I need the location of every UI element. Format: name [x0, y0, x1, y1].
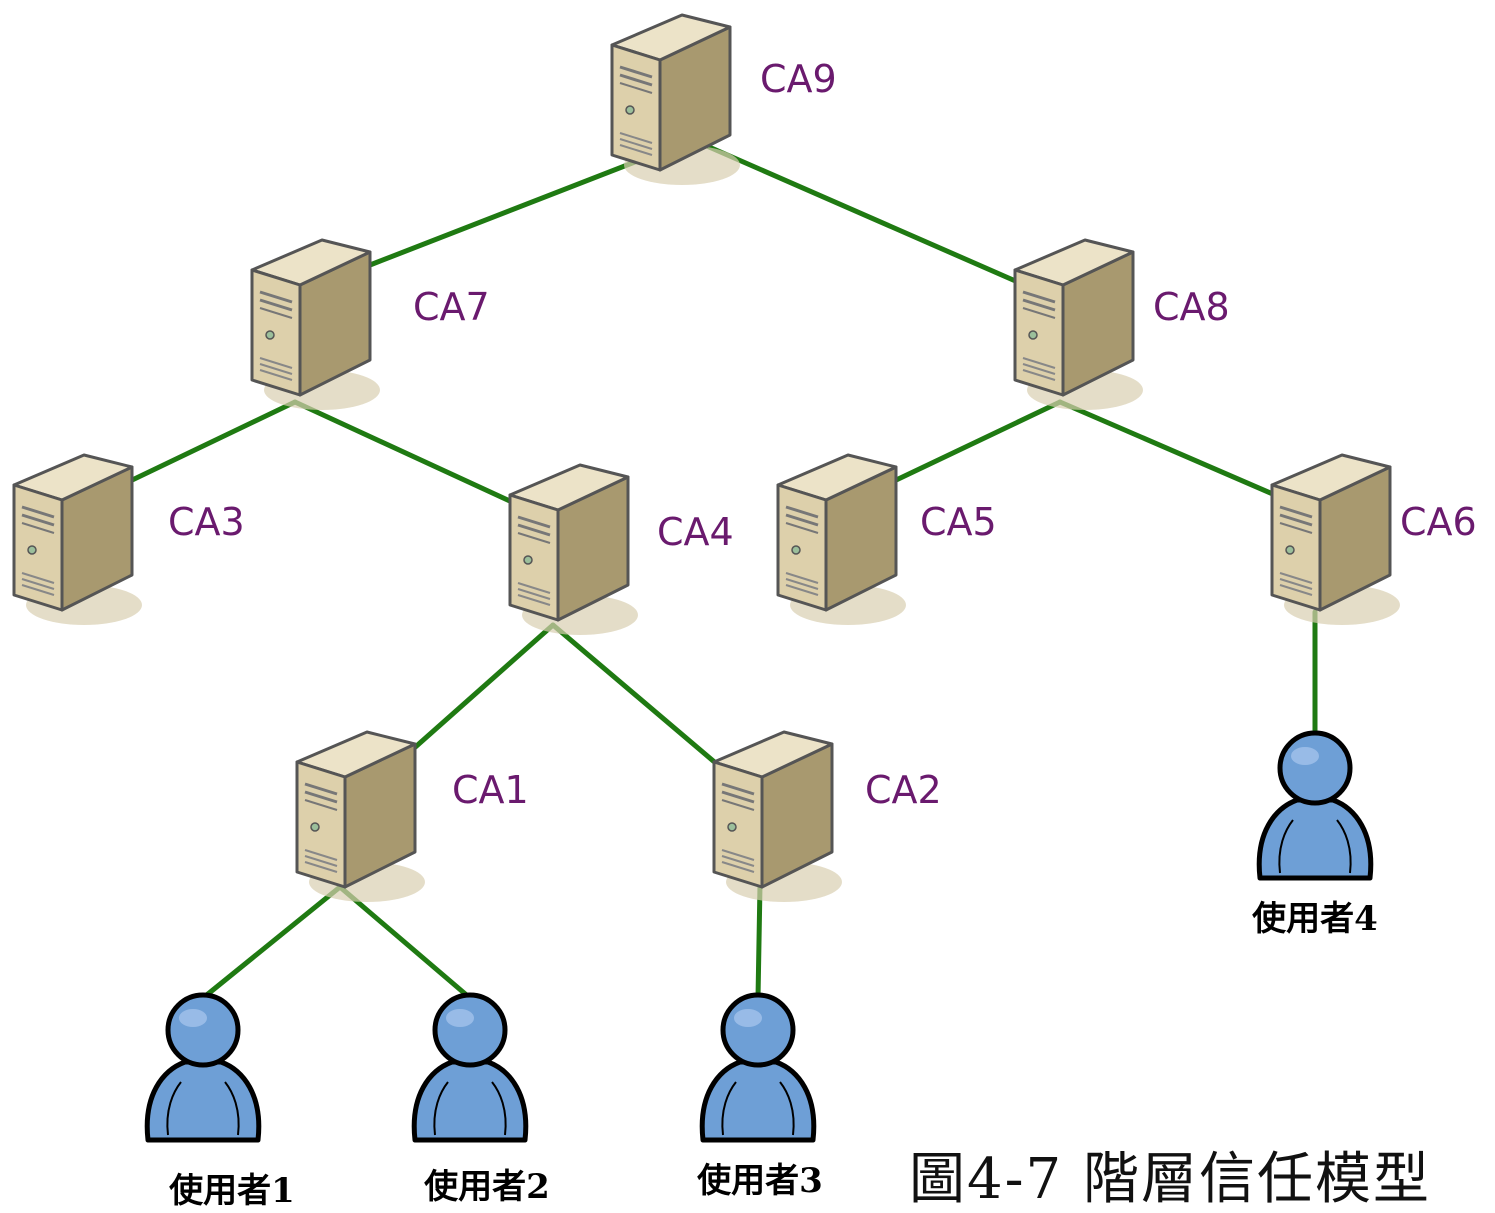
user-icon: [1259, 733, 1371, 878]
node-u4: 使用者4: [1251, 733, 1378, 939]
user-label: 使用者4: [1251, 899, 1378, 939]
node-ca7: CA7: [250, 238, 490, 412]
edge-ca4-ca2: [550, 622, 721, 768]
ca-label: CA3: [168, 500, 245, 544]
node-ca3: CA3: [12, 453, 245, 627]
user-icon: [414, 995, 526, 1140]
ca-label: CA1: [452, 768, 529, 812]
edge-ca7-ca3: [125, 399, 298, 485]
ca-label: CA6: [1400, 500, 1477, 544]
node-ca5: CA5: [776, 453, 997, 627]
edge-ca2-u3: [755, 882, 763, 1001]
edge-ca4-ca1: [409, 622, 556, 753]
user-label: 使用者3: [696, 1161, 823, 1201]
server-icon: [776, 453, 908, 627]
edge-ca1-u2: [337, 884, 473, 1001]
edge-ca8-ca6: [1057, 399, 1278, 498]
node-u1: 使用者1: [147, 995, 295, 1211]
figure-caption: 圖4-7 階層信任模型: [909, 1147, 1431, 1212]
user-icon: [147, 995, 259, 1140]
edge-ca7-ca4: [292, 399, 515, 505]
node-ca6: CA6: [1270, 453, 1477, 627]
edge-ca9-ca8: [697, 140, 1023, 286]
server-icon: [250, 238, 382, 412]
server-icon: [508, 463, 640, 637]
node-u3: 使用者3: [696, 995, 823, 1201]
edge-ca9-ca7: [367, 157, 643, 268]
ca-label: CA9: [760, 57, 837, 101]
ca-label: CA2: [865, 768, 942, 812]
server-icon: [1013, 238, 1145, 412]
edge-ca1-u1: [200, 884, 343, 1001]
node-ca8: CA8: [1013, 238, 1230, 412]
edge-ca8-ca5: [889, 399, 1063, 485]
server-icon: [712, 730, 844, 904]
node-ca1: CA1: [295, 730, 529, 904]
user-label: 使用者2: [423, 1167, 550, 1207]
ca-label: CA5: [920, 500, 997, 544]
node-u2: 使用者2: [414, 995, 550, 1207]
edges-layer: [125, 140, 1318, 1001]
server-icon: [12, 453, 144, 627]
ca-label: CA8: [1153, 285, 1230, 329]
node-ca2: CA2: [712, 730, 942, 904]
ca-label: CA7: [413, 285, 490, 329]
server-icon: [1270, 453, 1402, 627]
ca-label: CA4: [657, 510, 734, 554]
node-ca4: CA4: [508, 463, 734, 637]
server-icon: [295, 730, 427, 904]
server-icon: [610, 13, 742, 187]
node-ca9: CA9: [610, 13, 837, 187]
user-label: 使用者1: [168, 1171, 295, 1211]
user-icon: [702, 995, 814, 1140]
